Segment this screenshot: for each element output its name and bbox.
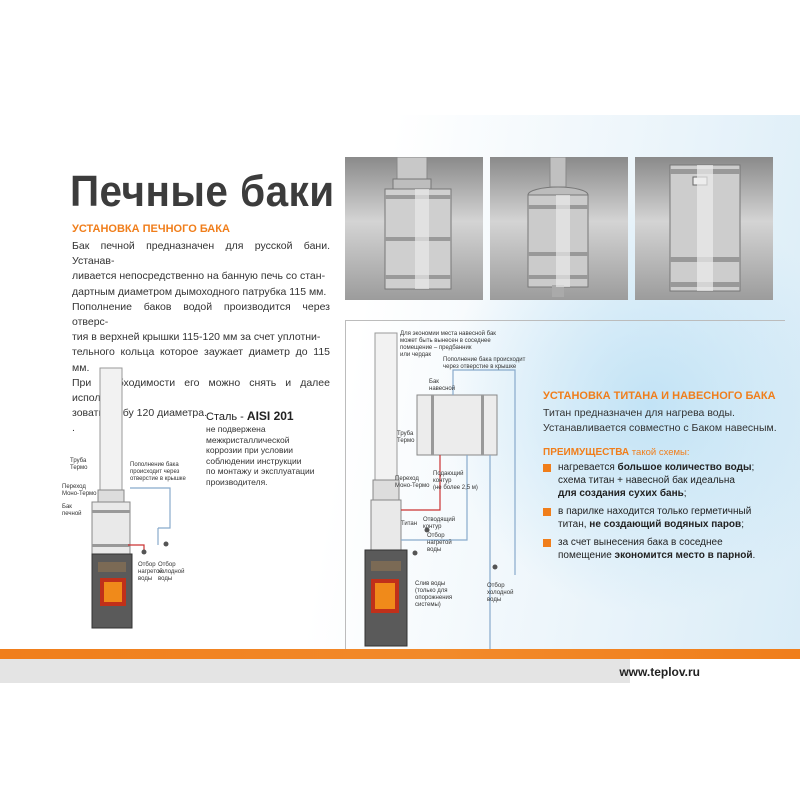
svg-text:(только для: (только для <box>415 588 447 594</box>
section2-heading: Установка титана и навесного бака <box>543 390 776 402</box>
svg-text:воды: воды <box>427 547 441 553</box>
svg-text:контур: контур <box>433 478 452 484</box>
svg-text:или чердак: или чердак <box>400 352 431 358</box>
svg-text:помещение – предбанник: помещение – предбанник <box>400 345 472 351</box>
advantages-heading: Преимущества такой схемы: <box>543 447 690 458</box>
steel-description: не подвержена межкристаллической коррози… <box>206 424 315 487</box>
svg-text:может быть вынесен в соседнее: может быть вынесен в соседнее <box>400 338 491 344</box>
footer-url[interactable]: www.teplov.ru <box>619 665 700 679</box>
svg-text:системы): системы) <box>415 602 441 608</box>
svg-text:отверстие в крышке: отверстие в крышке <box>130 476 186 482</box>
svg-text:Моно-Термо: Моно-Термо <box>62 491 97 497</box>
svg-text:Переход: Переход <box>62 484 86 490</box>
bullet-square-icon <box>543 539 551 547</box>
svg-text:воды: воды <box>138 576 152 582</box>
product-photo-tank-1 <box>345 157 483 300</box>
advantage-item: нагревается большое количество воды; схе… <box>543 461 788 500</box>
svg-text:Отводящий: Отводящий <box>423 516 455 523</box>
svg-text:Термо: Термо <box>70 465 88 471</box>
brochure-page: Печные баки Установка печного бака Бак п… <box>0 115 800 683</box>
svg-text:навесной: навесной <box>429 385 455 392</box>
diagram-stove-tank: Пополнение бака происходит через отверст… <box>40 360 240 660</box>
svg-text:воды: воды <box>158 576 172 582</box>
svg-text:происходит через: происходит через <box>130 469 180 475</box>
svg-text:холодной: холодной <box>158 568 184 575</box>
svg-text:Титан: Титан <box>401 521 417 527</box>
footer: www.teplov.ru <box>0 649 800 683</box>
svg-text:Отбор: Отбор <box>158 562 176 568</box>
footer-orange-stripe <box>0 649 800 659</box>
section1-heading: Установка печного бака <box>72 223 230 235</box>
row-divider <box>345 320 785 321</box>
svg-text:Переход: Переход <box>395 476 419 482</box>
svg-text:нагретой: нагретой <box>427 539 452 546</box>
svg-text:через отверстие в крышке: через отверстие в крышке <box>443 364 517 370</box>
advantage-item: за счет вынесения бака в соседнее помеще… <box>543 536 788 562</box>
page-title: Печные баки <box>70 167 335 216</box>
svg-text:воды: воды <box>487 597 501 603</box>
column-divider <box>345 320 346 660</box>
advantages-list: нагревается большое количество воды; схе… <box>543 461 788 567</box>
svg-text:Для экономии места навесной ба: Для экономии места навесной бак <box>400 330 496 337</box>
svg-text:(не более 2,5 м): (не более 2,5 м) <box>433 485 478 491</box>
svg-text:Труба: Труба <box>397 431 414 437</box>
bullet-square-icon <box>543 508 551 516</box>
svg-text:Пополнение бака: Пополнение бака <box>130 462 179 468</box>
section2-text: Титан предназначен для нагрева воды. Уст… <box>543 407 777 435</box>
product-photo-tank-3 <box>635 157 773 300</box>
svg-text:Бак: Бак <box>62 504 72 510</box>
footer-url-box <box>630 659 800 683</box>
svg-text:Бак: Бак <box>429 379 439 385</box>
advantage-item: в парилке находится только герметичный т… <box>543 505 788 531</box>
svg-text:Моно-Термо: Моно-Термо <box>395 483 430 489</box>
svg-text:Слив воды: Слив воды <box>415 581 445 587</box>
svg-text:нагретой: нагретой <box>138 568 163 575</box>
svg-text:Отбор: Отбор <box>487 583 505 589</box>
product-photo-tank-2 <box>490 157 628 300</box>
svg-text:холодной: холодной <box>487 589 513 596</box>
steel-label: Сталь - AISI 201 <box>206 409 294 423</box>
svg-text:печной: печной <box>62 510 82 517</box>
svg-text:Термо: Термо <box>397 438 415 444</box>
svg-text:контур: контур <box>423 524 442 530</box>
svg-text:Труба: Труба <box>70 458 87 464</box>
svg-text:Пополнение бака происходит: Пополнение бака происходит <box>443 357 526 363</box>
svg-text:опорожнения: опорожнения <box>415 595 452 601</box>
svg-text:Отбор: Отбор <box>138 562 156 568</box>
bullet-square-icon <box>543 464 551 472</box>
svg-text:Подающий: Подающий <box>433 470 464 477</box>
diagram-titan-hanging-tank: Для экономии места навесной бак может бы… <box>345 325 535 675</box>
svg-text:Отбор: Отбор <box>427 533 445 539</box>
